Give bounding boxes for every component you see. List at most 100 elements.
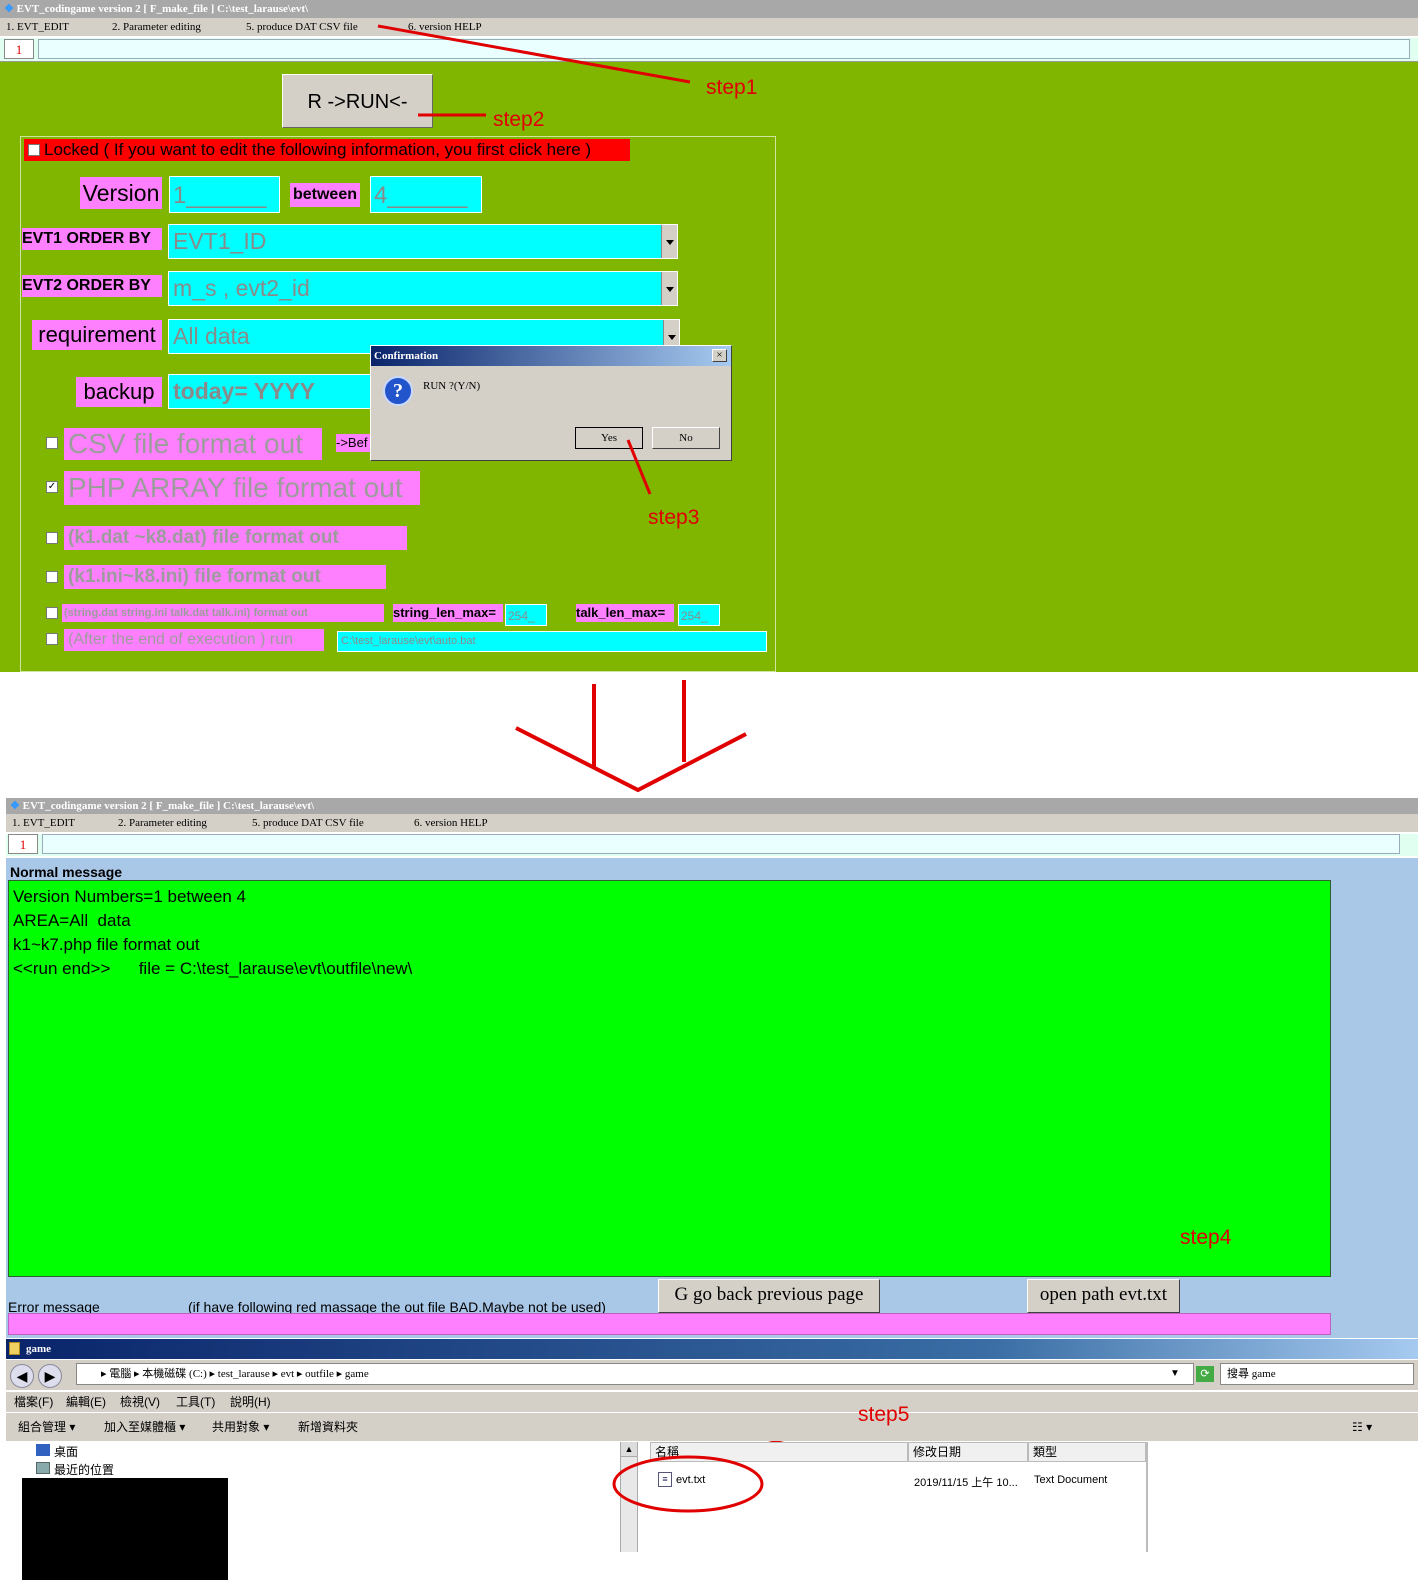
step1-label: step1 — [706, 76, 758, 99]
confirmation-dialog: Confirmation × ? RUN ?(Y/N) Yes No — [370, 345, 732, 461]
back-icon[interactable]: ◀ — [10, 1364, 34, 1388]
nav-desktop[interactable]: 桌面 — [54, 1445, 79, 1459]
dat-checkbox[interactable] — [46, 532, 58, 544]
menu-file[interactable]: 檔案(F) — [14, 1395, 54, 1409]
file-date: 2019/11/15 上午 10... — [914, 1477, 1018, 1489]
add-to-library-button[interactable]: 加入至媒體櫃 ▾ — [104, 1420, 186, 1434]
share-with-button[interactable]: 共用對象 ▾ — [212, 1420, 270, 1434]
column-divider — [1146, 1442, 1148, 1552]
organize-button[interactable]: 組合管理 ▾ — [18, 1420, 76, 1434]
version-input[interactable]: 1______ — [169, 176, 280, 213]
string-checkbox[interactable] — [46, 607, 58, 619]
open-path-button[interactable]: open path evt.txt — [1027, 1279, 1180, 1313]
menu-edit[interactable]: 編輯(E) — [66, 1395, 106, 1409]
locked-toggle[interactable]: Locked ( If you want to edit the followi… — [24, 139, 630, 161]
menu-produce-dat-csv[interactable]: 5. produce DAT CSV file — [252, 817, 364, 829]
tab-strip — [38, 39, 1410, 59]
no-button[interactable]: No — [652, 427, 720, 449]
app-icon: ❖ — [4, 3, 14, 15]
tab-1[interactable]: 1 — [4, 39, 34, 59]
normal-message-label: Normal message — [10, 864, 123, 880]
explorer-toolbar: 組合管理 ▾ 加入至媒體櫃 ▾ 共用對象 ▾ 新增資料夾 ☷ ▾ — [6, 1413, 1418, 1441]
evt2-order-select[interactable]: m_s , evt2_id — [168, 271, 678, 306]
step5-circle — [612, 1455, 764, 1513]
explorer-title: game — [6, 1339, 1418, 1359]
file-name[interactable]: evt.txt — [676, 1474, 706, 1486]
menu-evt-edit[interactable]: 1. EVT_EDIT — [6, 21, 69, 33]
evt2-order-label: EVT2 ORDER BY — [22, 275, 162, 297]
column-type[interactable]: 類型 — [1028, 1442, 1146, 1462]
scroll-up-icon[interactable]: ▲ — [621, 1442, 637, 1457]
menu-evt-edit[interactable]: 1. EVT_EDIT — [12, 817, 75, 829]
php-checkbox[interactable]: ✓ — [46, 481, 58, 493]
menu-parameter-editing[interactable]: 2. Parameter editing — [112, 21, 201, 33]
run-button[interactable]: R ->RUN<- — [282, 74, 433, 128]
menu-help[interactable]: 說明(H) — [230, 1395, 271, 1409]
step5-label: step5 — [858, 1403, 910, 1426]
file-type: Text Document — [1034, 1474, 1108, 1486]
version-label: Version — [80, 177, 162, 209]
tab-bar-2: 1 — [6, 834, 1418, 856]
tab-1[interactable]: 1 — [8, 834, 38, 854]
error-message-box[interactable] — [8, 1313, 1331, 1335]
string-len-label: string_len_max= — [393, 604, 503, 622]
chevron-down-icon[interactable] — [661, 272, 677, 305]
dialog-message: RUN ?(Y/N) — [423, 380, 481, 392]
new-folder-button[interactable]: 新增資料夾 — [298, 1420, 359, 1434]
menu-view[interactable]: 檢視(V) — [120, 1395, 160, 1409]
between-input[interactable]: 4______ — [370, 176, 482, 213]
ini-checkbox[interactable] — [46, 571, 58, 583]
nav-recent[interactable]: 最近的位置 — [54, 1463, 115, 1477]
evt1-order-select[interactable]: EVT1_ID — [168, 224, 678, 259]
normal-message-box[interactable]: Version Numbers=1 between 4 AREA=All dat… — [8, 880, 1331, 1277]
step3-label: step3 — [648, 506, 700, 529]
after-input[interactable]: C:\test_larause\evt\auto.bat — [337, 631, 767, 652]
chevron-down-icon[interactable] — [661, 225, 677, 258]
locked-checkbox[interactable] — [28, 144, 40, 156]
window-title: ❖ EVT_codingame version 2 [ F_make_file … — [0, 0, 1418, 18]
desktop-icon — [36, 1444, 50, 1456]
menu-produce-dat-csv[interactable]: 5. produce DAT CSV file — [246, 21, 358, 33]
question-icon: ? — [383, 376, 413, 406]
step3-arrow — [626, 439, 652, 495]
talk-len-input[interactable]: 254_ — [678, 604, 720, 626]
after-label: (After the end of execution ) run — [64, 629, 324, 651]
folder-icon — [9, 1342, 20, 1355]
chevron-down-icon[interactable] — [663, 320, 679, 353]
forward-icon[interactable]: ▶ — [38, 1364, 62, 1388]
step1-arrow — [377, 24, 691, 84]
backup-input[interactable]: today= YYYY — [168, 374, 378, 409]
backup-label: backup — [76, 377, 162, 407]
column-date[interactable]: 修改日期 — [908, 1442, 1028, 1462]
message-line: AREA=All data — [13, 911, 131, 930]
yes-button[interactable]: Yes — [575, 427, 643, 449]
tab-strip — [42, 834, 1400, 854]
string-len-input[interactable]: 254_ — [505, 604, 547, 626]
close-icon[interactable]: × — [712, 349, 727, 362]
text-file-icon: ≡ — [658, 1472, 672, 1487]
menu-parameter-editing[interactable]: 2. Parameter editing — [118, 817, 207, 829]
tab-bar: 1 — [0, 38, 1418, 62]
go-back-button[interactable]: G go back previous page — [658, 1279, 880, 1313]
between-label: between — [290, 183, 360, 207]
search-input[interactable]: 搜尋 game — [1220, 1363, 1414, 1385]
menu-version-help[interactable]: 6. version HELP — [414, 817, 488, 829]
csv-checkbox[interactable] — [46, 437, 58, 449]
csv-label: CSV file format out — [64, 428, 322, 460]
chevron-down-icon[interactable]: ▼ — [1170, 1368, 1180, 1379]
message-line: Version Numbers=1 between 4 — [13, 887, 246, 906]
column-name[interactable]: 名稱 — [650, 1442, 908, 1462]
after-checkbox[interactable] — [46, 633, 58, 645]
view-options-icon[interactable]: ☷ ▾ — [1352, 1420, 1373, 1434]
message-line: k1~k7.php file format out — [13, 935, 200, 954]
app-icon: ❖ — [10, 800, 20, 812]
menu-tools[interactable]: 工具(T) — [176, 1395, 216, 1409]
menu-bar: 1. EVT_EDIT 2. Parameter editing 5. prod… — [0, 18, 1418, 36]
step4-label: step4 — [1180, 1226, 1232, 1249]
dat-label: (k1.dat ~k8.dat) file format out — [64, 526, 407, 550]
address-path[interactable]: ▸ 電腦 ▸ 本機磁碟 (C:) ▸ test_larause ▸ evt ▸ … — [76, 1363, 1194, 1385]
menu-version-help[interactable]: 6. version HELP — [408, 21, 482, 33]
options-frame — [20, 136, 776, 672]
refresh-icon[interactable]: ⟳ — [1196, 1366, 1214, 1382]
php-label: PHP ARRAY file format out — [64, 471, 420, 505]
